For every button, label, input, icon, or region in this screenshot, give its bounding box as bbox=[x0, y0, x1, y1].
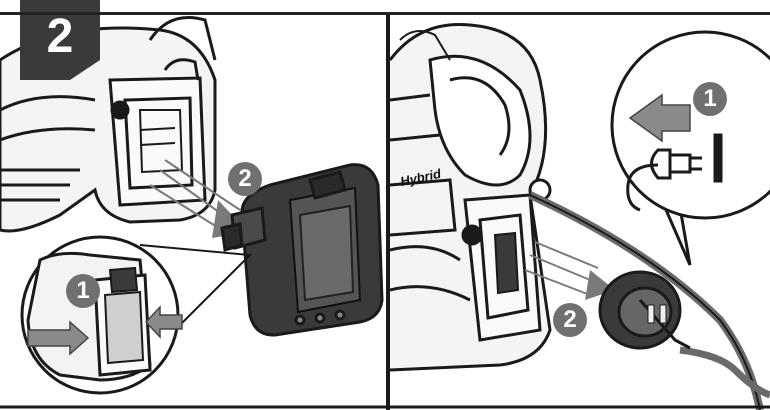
callout-2: 2 bbox=[553, 303, 587, 337]
zoom-inset bbox=[20, 235, 253, 395]
top-rule bbox=[0, 12, 770, 15]
arrow-right-icon bbox=[27, 320, 90, 356]
tool-body-illustration bbox=[390, 22, 552, 372]
arrow-left-icon bbox=[628, 93, 691, 143]
unplug-illustration bbox=[390, 22, 770, 410]
detail-bubble bbox=[610, 30, 770, 266]
battery-icon bbox=[220, 163, 384, 337]
panel-unplug-cord: Hybrid 1 2 bbox=[390, 0, 770, 410]
plug-detail-icon bbox=[626, 133, 723, 212]
battery-removal-illustration bbox=[0, 16, 386, 409]
plug-icon bbox=[598, 270, 691, 350]
panel-battery-removal: 2 2 1 bbox=[0, 0, 386, 410]
callout-1: 1 bbox=[66, 274, 100, 308]
panel-divider bbox=[386, 14, 390, 410]
callout-2: 2 bbox=[228, 162, 262, 196]
arrow-left-icon bbox=[144, 305, 183, 339]
callout-1: 1 bbox=[693, 82, 727, 116]
step-number: 2 bbox=[46, 10, 74, 63]
step-number-badge: 2 bbox=[20, 0, 100, 80]
motion-arrow bbox=[524, 241, 599, 296]
